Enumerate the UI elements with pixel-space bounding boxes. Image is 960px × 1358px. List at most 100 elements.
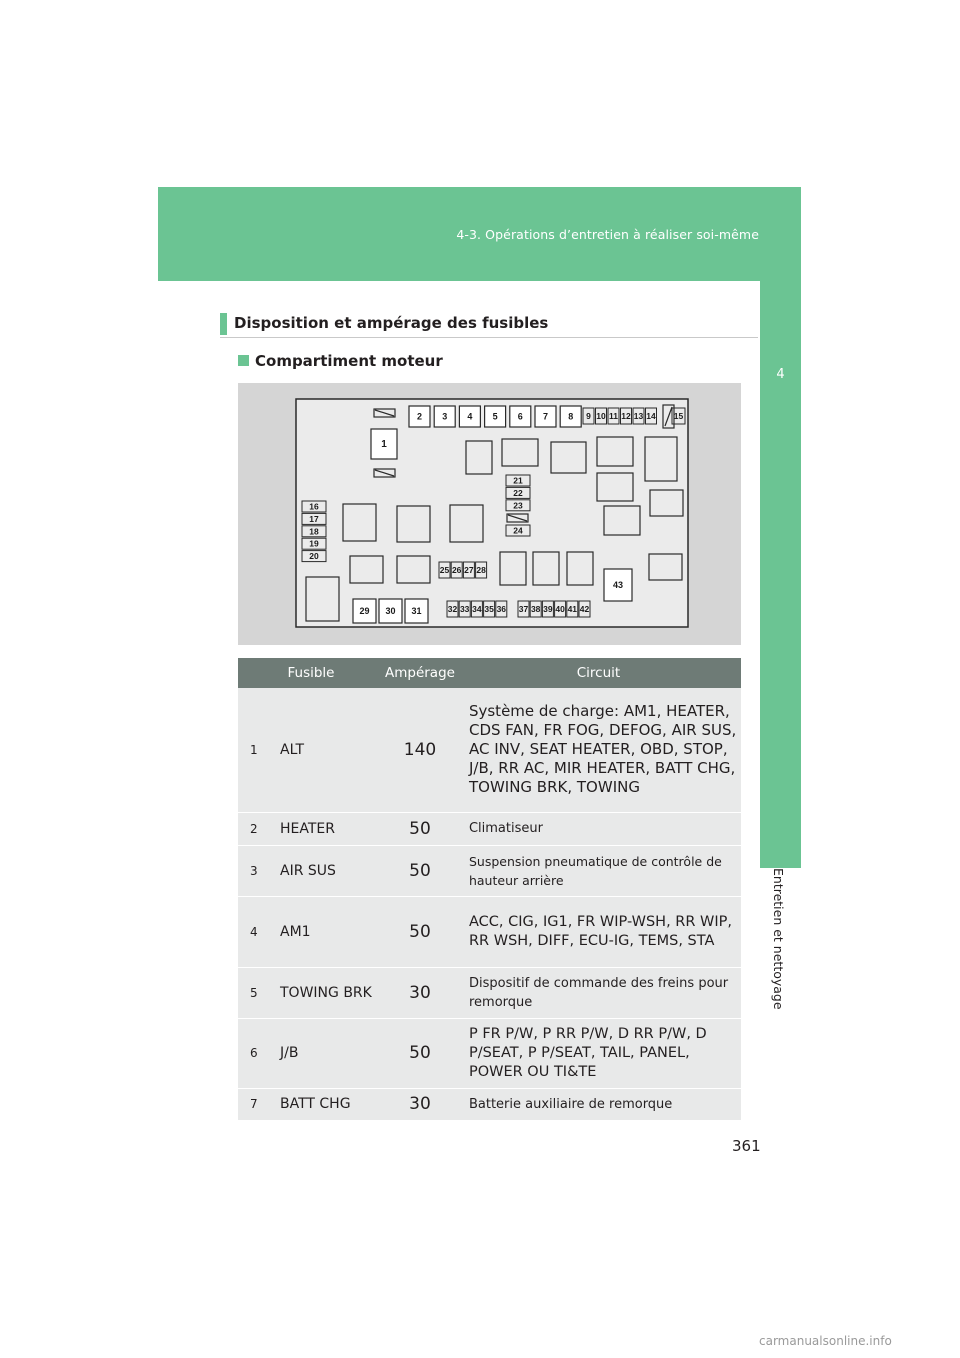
- fuse-4-label: 4: [467, 412, 472, 422]
- fuse-circuit: Batterie auxiliaire de remorque: [455, 1088, 741, 1121]
- fuse-name: TOWING BRK: [269, 967, 384, 1019]
- fuse-3-slot: [433, 405, 456, 428]
- fuse-16-label: 16: [309, 502, 319, 512]
- fuse-circuit: P FR P/W, P RR P/W, D RR P/W, D P/SEAT, …: [455, 1018, 741, 1089]
- fuse-29-label: 29: [359, 606, 369, 616]
- page-number: 361: [732, 1137, 761, 1155]
- square-bullet-icon: [238, 355, 249, 366]
- fuse-2-label: 2: [417, 412, 422, 422]
- fuse-name: AIR SUS: [269, 845, 384, 897]
- column-header-fuse: Fusible: [238, 658, 384, 688]
- fuse-26-label: 26: [452, 565, 462, 575]
- fuse-table: Fusible Ampérage Circuit 1 ALT 140 Systè…: [238, 658, 741, 1121]
- fuse-number: 3: [238, 845, 269, 897]
- block: [499, 551, 527, 586]
- block: [305, 576, 340, 622]
- fuse-number: 2: [238, 812, 269, 846]
- block: [396, 505, 431, 543]
- block: [342, 503, 377, 542]
- fuse-amperage: 50: [384, 1018, 456, 1089]
- fuse-9-label: 9: [586, 411, 591, 421]
- fuse-20-slot: [301, 550, 327, 563]
- fuse-circuit: Dispositif de commande des freins pour r…: [455, 967, 741, 1019]
- watermark: carmanualsonline.info: [759, 1334, 892, 1348]
- fuse-41-label: 41: [568, 604, 578, 614]
- fuse-18-slot: [301, 525, 327, 538]
- fuse-16-slot: [301, 500, 327, 513]
- fuse-29-slot: [352, 598, 377, 624]
- fuse-amperage: 50: [384, 845, 456, 897]
- fuse-8-slot: [559, 405, 582, 428]
- fuse-13-label: 13: [634, 411, 644, 421]
- fuse-9-slot: [582, 407, 595, 425]
- fuse-12-slot: [620, 407, 632, 425]
- fuse-number: 4: [238, 896, 269, 968]
- fuse-21-label: 21: [513, 476, 523, 486]
- section-title: Disposition et ampérage des fusibles: [234, 314, 549, 332]
- fuse-6-label: 6: [518, 412, 523, 422]
- block: [550, 441, 587, 474]
- fuse-amperage: 50: [384, 812, 456, 846]
- chapter-title: 4-3. Opérations d’entretien à réaliser s…: [456, 227, 759, 242]
- fuse-number: 5: [238, 967, 269, 1019]
- fuse-36-label: 36: [497, 604, 507, 614]
- fuse-38-slot: [529, 600, 542, 618]
- block: [649, 489, 684, 517]
- column-header-amperage: Ampérage: [384, 658, 456, 688]
- fuse-43-slot: [603, 568, 633, 602]
- fuse-33-label: 33: [460, 604, 470, 614]
- fuse-17-label: 17: [309, 514, 319, 524]
- fuse-14-label: 14: [646, 411, 656, 421]
- fuse-amperage: 30: [384, 967, 456, 1019]
- fuse-23-slot: [505, 499, 531, 512]
- fuse-25-label: 25: [440, 565, 450, 575]
- fuse-7-label: 7: [543, 412, 548, 422]
- fuse-35-label: 35: [484, 604, 494, 614]
- table-row: 4 AM1 50 ACC, CIG, IG1, FR WIP-WSH, RR W…: [238, 896, 741, 968]
- fuse-amperage: 50: [384, 896, 456, 968]
- fuse-1-label: 1: [381, 439, 387, 450]
- fuse-27-label: 27: [464, 565, 474, 575]
- fuse-17-slot: [301, 512, 327, 525]
- fuse-22-label: 22: [513, 488, 523, 498]
- fuse-39-label: 39: [543, 604, 553, 614]
- fuse-21-slot: [505, 474, 531, 487]
- fuse-5-slot: [484, 405, 507, 428]
- chapter-side-label-wrap: Entretien et nettoyage: [771, 868, 786, 1010]
- fuse-31-label: 31: [411, 606, 421, 616]
- fuse-name: BATT CHG: [269, 1088, 384, 1121]
- table-row: 6 J/B 50 P FR P/W, P RR P/W, D RR P/W, D…: [238, 1018, 741, 1089]
- table-header-row: Fusible Ampérage Circuit: [238, 658, 741, 688]
- fuse-39-slot: [541, 600, 554, 618]
- fuse-26-slot: [450, 561, 463, 579]
- block: [396, 555, 431, 584]
- fuse-42-slot: [578, 600, 591, 618]
- fuse-circuit: Suspension pneumatique de contrôle de ha…: [455, 845, 741, 897]
- fuse-number: 6: [238, 1018, 269, 1089]
- fuse-40-slot: [554, 600, 567, 618]
- fuse-12-label: 12: [621, 411, 631, 421]
- fuse-23-label: 23: [513, 500, 523, 510]
- fuse-31-slot: [404, 598, 429, 624]
- fuse-3-label: 3: [442, 412, 447, 422]
- fuse-32-label: 32: [448, 604, 458, 614]
- fuse-40-label: 40: [555, 604, 565, 614]
- column-header-circuit: Circuit: [455, 658, 741, 688]
- fuse-43-label: 43: [613, 580, 623, 590]
- fuse-36-slot: [495, 600, 508, 618]
- block: [532, 551, 560, 586]
- fuse-amperage: 30: [384, 1088, 456, 1121]
- fuse-15-slot: [671, 407, 686, 425]
- fuse-name: ALT: [269, 688, 384, 813]
- fuse-amperage: 140: [384, 688, 456, 813]
- fuse-number: 1: [238, 688, 269, 813]
- block: [596, 436, 634, 467]
- fuse-34-label: 34: [472, 604, 482, 614]
- fuse-10-slot: [595, 407, 607, 425]
- table-row: 1 ALT 140 Système de charge: AM1, HEATER…: [238, 688, 741, 813]
- subsection-heading: Compartiment moteur: [238, 352, 443, 370]
- fuse-15-label: 15: [674, 411, 684, 421]
- fuse-name: J/B: [269, 1018, 384, 1089]
- section-heading: Disposition et ampérage des fusibles: [220, 312, 758, 338]
